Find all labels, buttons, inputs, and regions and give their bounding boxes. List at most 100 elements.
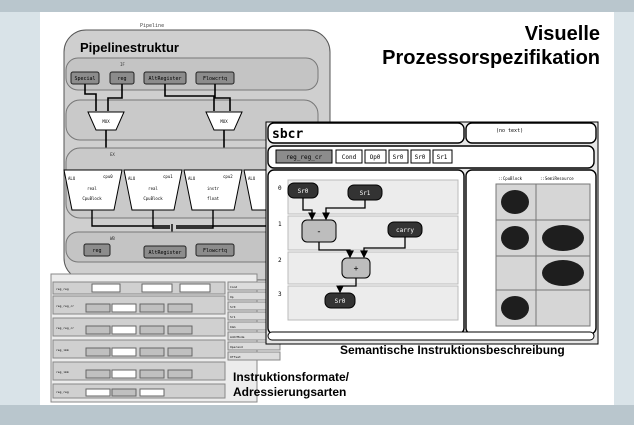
operand-5: Sr1 <box>437 154 448 161</box>
alu-1-op: cpu1 <box>163 174 173 179</box>
format-row: reg_reg <box>52 383 226 399</box>
alu-1-bot: CpuBlock <box>143 196 163 201</box>
if-unit: reg <box>109 71 135 85</box>
node-minus-label: - <box>316 227 321 237</box>
node-sr0-out-label: Sr0 <box>335 298 346 305</box>
slide-title: Visuelle Prozessorspezifikation <box>382 22 600 70</box>
resource-header-0: ::CpuBlock <box>498 176 523 181</box>
alu-3-top: ALU <box>248 176 256 181</box>
node-sr1-in: Sr1 <box>347 184 383 201</box>
operand-chip: Sr0 <box>410 149 431 164</box>
alu-2-top: ALU <box>188 176 196 181</box>
stage-wb-label: WB <box>110 236 115 241</box>
format-row: reg_reg <box>52 281 226 295</box>
caption-formats-line-2: Adressierungsarten <box>233 385 347 399</box>
side-label-1: Op <box>230 295 234 299</box>
mux-label-2: MUX <box>220 119 228 124</box>
title-line-2: Prozessorspezifikation <box>382 47 600 69</box>
formats-panel: reg_reg reg_reg_cr reg_reg_cr reg_imm <box>50 273 281 403</box>
alu-2-mid: instr <box>207 186 220 191</box>
caption-formats-line-1: Instruktionsformate/ <box>233 370 350 384</box>
alu-2-bot: float <box>207 196 220 201</box>
operand-chip: Sr0 <box>388 149 409 164</box>
row-num-3: 3 <box>278 291 282 298</box>
caption-semantics: Semantische Instruktionsbeschreibung <box>340 343 565 357</box>
operand-3: Sr0 <box>393 154 404 161</box>
title-line-1: Visuelle <box>524 23 600 45</box>
alu-1-top: ALU <box>128 176 136 181</box>
node-plus-label: + <box>354 264 359 273</box>
stage-if-label: IF <box>120 62 125 67</box>
alu-block: ALU cpu2 instr float <box>183 169 243 211</box>
resource-header-1: ::SemiResource <box>540 176 574 181</box>
operand-0: reg_reg_cr <box>286 154 323 161</box>
alu-2-op: cpu2 <box>223 174 233 179</box>
if-unit-label-0: Special <box>74 76 95 82</box>
operand-chip: Cond <box>335 149 363 164</box>
format-row-label-3: reg_imm <box>56 348 69 352</box>
alu-block: ALU cpu1 real CpuBlock <box>123 169 183 211</box>
format-row: reg_imm <box>52 361 226 381</box>
resource-usage-mark <box>542 225 584 251</box>
node-sr0-in: Sr0 <box>287 182 319 199</box>
wb-unit-label-1: AltRegister <box>148 250 181 256</box>
format-row: reg_imm <box>52 339 226 359</box>
row-num-0: 0 <box>278 185 282 192</box>
pipeline-small-title: Pipeline <box>140 23 164 29</box>
operand-2: Op0 <box>370 154 381 161</box>
node-sr0-out: Sr0 <box>324 292 356 309</box>
row-num-2: 2 <box>278 257 282 264</box>
alu-block: ALU cpu0 real CpuBlock <box>63 169 123 211</box>
wb-unit: AltRegister <box>143 245 187 259</box>
format-row-label-5: reg_reg <box>56 390 69 394</box>
side-label-0: Cond <box>230 285 237 289</box>
wb-unit-label-2: Flowcrtq <box>203 248 227 254</box>
format-row: reg_reg_cr <box>52 317 226 337</box>
side-label-2: Sr0 <box>230 305 236 309</box>
format-row-label-4: reg_imm <box>56 370 69 374</box>
node-minus: - <box>301 219 337 243</box>
operand-1: Cond <box>342 154 357 161</box>
row-num-1: 1 <box>278 221 282 228</box>
if-unit-label-2: AltRegister <box>148 76 181 82</box>
format-row-label-2: reg_reg_cr <box>56 326 74 330</box>
resource-usage-mark <box>542 260 584 286</box>
alu-0-op: cpu0 <box>103 174 113 179</box>
alu-0-top: ALU <box>68 176 76 181</box>
wb-unit: reg <box>83 243 111 257</box>
instruction-name: sbcr <box>272 127 303 142</box>
operand-chip: reg_reg_cr <box>275 149 333 164</box>
resource-usage-mark <box>501 226 529 250</box>
side-label-3: Sr1 <box>230 315 236 319</box>
node-sr0-label: Sr0 <box>298 188 309 195</box>
resource-usage-mark <box>501 296 529 320</box>
operand-4: Sr0 <box>415 154 426 161</box>
caption-formats: Instruktionsformate/ Adressierungsarten <box>233 370 349 400</box>
alu-0-bot: CpuBlock <box>82 196 102 201</box>
wb-unit: Flowcrtq <box>195 243 235 257</box>
bottom-band <box>0 405 634 425</box>
format-row: reg_reg_cr <box>52 295 226 315</box>
instruction-note: (no text) <box>496 128 523 134</box>
side-label-6: Operand <box>230 345 243 349</box>
if-unit: Flowcrtq <box>195 71 235 85</box>
stage-ex-label: EX <box>110 152 115 157</box>
mux-label-1: MUX <box>102 119 110 124</box>
resource-usage-mark <box>501 190 529 214</box>
node-carry-label: carry <box>396 227 414 234</box>
top-band <box>0 0 634 12</box>
alu-0-mid: real <box>87 186 97 191</box>
operand-chip: Sr1 <box>432 149 453 164</box>
operand-chip: Op0 <box>364 149 387 164</box>
pipeline-title: Pipelinestruktur <box>80 40 179 55</box>
semantics-panel: sbcr (no text) reg_reg_cr Cond Op0 Sr0 S… <box>265 121 599 345</box>
alu-1-mid: real <box>148 186 158 191</box>
node-sr1-label: Sr1 <box>360 190 371 197</box>
if-unit-label-3: Flowcrtq <box>203 76 227 82</box>
wb-unit-label-0: reg <box>92 248 101 254</box>
if-unit: Special <box>70 71 100 85</box>
format-row-label-1: reg_reg_cr <box>56 304 74 308</box>
node-carry: carry <box>387 221 423 238</box>
side-label-5: AddrMode <box>230 335 245 339</box>
